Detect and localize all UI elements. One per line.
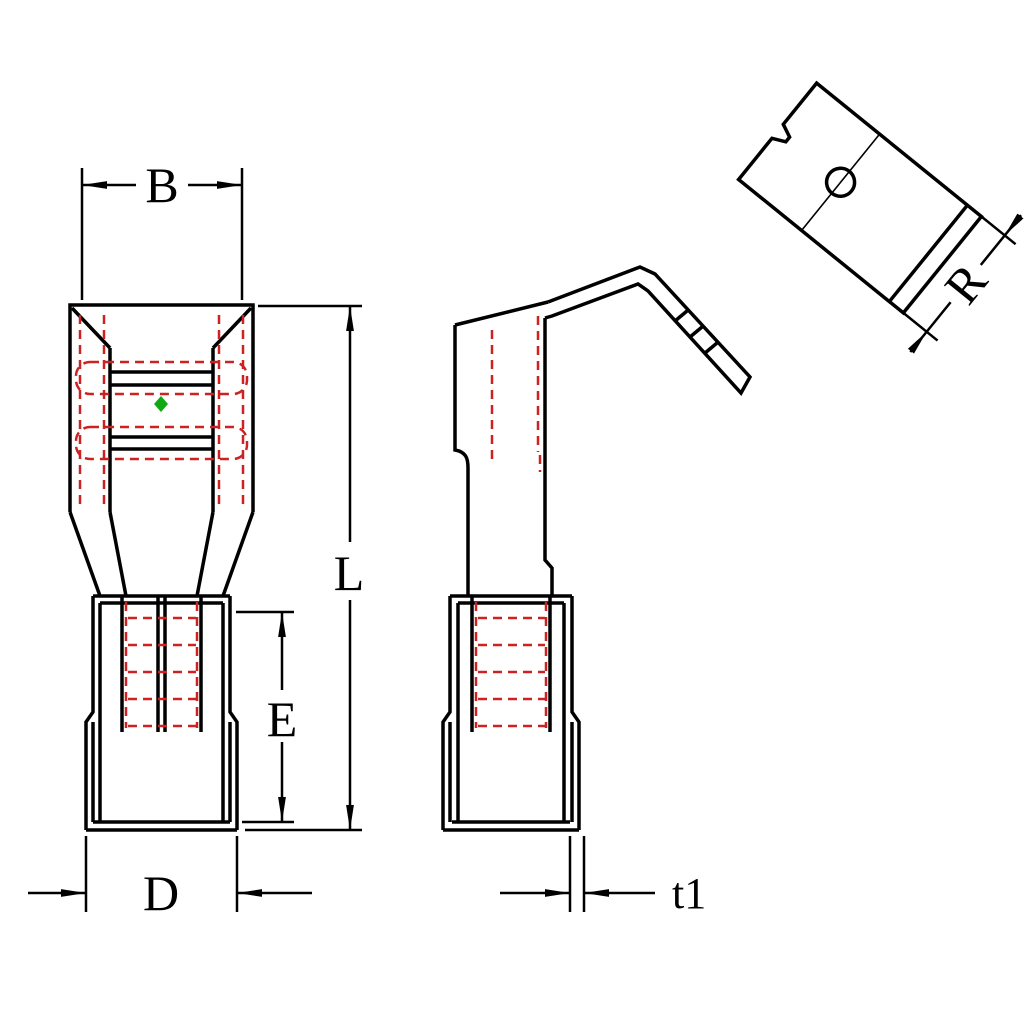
dimension-label-E: E xyxy=(267,691,298,747)
tab-tick xyxy=(688,325,704,339)
angled-tab-body xyxy=(736,80,984,316)
side-body-right xyxy=(543,318,554,596)
dimension-t1: t1 xyxy=(500,836,706,918)
dimension-label-L: L xyxy=(334,545,365,601)
front-view-outline xyxy=(68,303,255,832)
dimension-B: B xyxy=(80,157,244,300)
angled-tab-edge-inner xyxy=(888,204,969,303)
front-funnel-right xyxy=(211,306,253,350)
front-taper-left xyxy=(68,511,102,597)
front-barrel-left xyxy=(84,596,95,830)
front-receptacle-outline xyxy=(68,303,255,512)
side-hidden-detail xyxy=(474,316,548,728)
tab-tick xyxy=(703,341,719,355)
front-taper-inner-right xyxy=(195,511,215,597)
dimension-E: E xyxy=(236,610,307,824)
hidden-slot-upper xyxy=(74,360,249,396)
angled-view: R xyxy=(736,80,1024,354)
dimension-arrow xyxy=(907,330,928,354)
side-flag-tab xyxy=(544,265,753,396)
side-body-top xyxy=(454,300,549,327)
label-backing xyxy=(136,158,188,212)
extension-line xyxy=(902,311,939,342)
front-hidden-detail xyxy=(74,315,249,728)
front-taper-inner-left xyxy=(108,511,128,597)
dimension-label-t1: t1 xyxy=(672,869,706,918)
label-backing xyxy=(257,690,307,742)
label-backing xyxy=(322,542,378,600)
center-point-marker xyxy=(154,396,168,412)
side-view xyxy=(441,265,753,832)
front-taper-right xyxy=(221,511,255,597)
dimension-D: D xyxy=(28,836,312,921)
angled-view-outline xyxy=(736,80,984,316)
tab-tick xyxy=(673,309,689,323)
dimension-arrow xyxy=(1003,213,1024,237)
tab-hole-centerline xyxy=(800,133,881,231)
label-backing xyxy=(941,259,990,308)
dimension-label-B: B xyxy=(145,157,178,213)
side-barrel-right xyxy=(570,596,581,830)
front-view xyxy=(68,303,255,832)
dimension-label-D: D xyxy=(143,865,179,921)
side-barrel-left xyxy=(441,596,452,830)
dimension-L: L xyxy=(245,304,378,832)
extension-line xyxy=(980,215,1017,246)
hidden-slot-lower xyxy=(74,425,249,461)
front-funnel-left xyxy=(70,306,112,350)
side-view-outline xyxy=(441,265,753,832)
front-barrel-right xyxy=(228,596,239,830)
side-body-left xyxy=(453,325,470,596)
